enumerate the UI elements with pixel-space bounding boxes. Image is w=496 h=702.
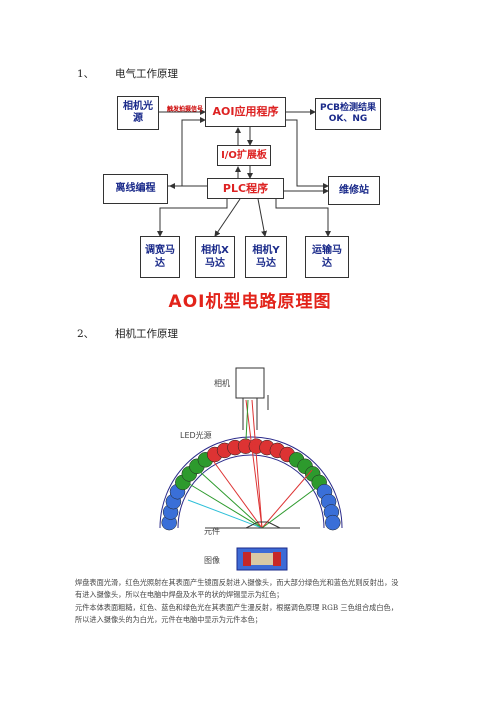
led-dot bbox=[162, 504, 179, 520]
box-motor-camera-x: 相机X马达 bbox=[195, 236, 235, 278]
led-dot bbox=[259, 439, 275, 456]
led-dot bbox=[320, 493, 337, 510]
box-plc-program: PLC程序 bbox=[207, 178, 284, 199]
led-dot bbox=[165, 493, 182, 510]
led-ring-icon bbox=[161, 438, 341, 531]
led-dot bbox=[206, 446, 223, 463]
box-pcb-result: PCB检测结果 OK、NG bbox=[315, 98, 381, 130]
box-motor-width: 调宽马达 bbox=[140, 236, 180, 278]
section-number: 1、 bbox=[77, 68, 95, 80]
circuit-diagram-title: AOI机型电路原理图 bbox=[168, 292, 332, 312]
section-title: 电气工作原理 bbox=[115, 68, 178, 80]
box-offline-programming: 离线编程 bbox=[103, 174, 168, 204]
led-dot bbox=[175, 474, 191, 491]
led-dot bbox=[169, 483, 186, 500]
led-dot bbox=[325, 514, 341, 531]
led-dot bbox=[227, 439, 243, 456]
component-shape bbox=[245, 521, 281, 529]
component-label: 元件 bbox=[204, 527, 220, 536]
led-dot bbox=[181, 466, 198, 482]
led-dot bbox=[304, 466, 321, 482]
led-dot bbox=[161, 514, 177, 531]
led-source-label: LED光源 bbox=[180, 431, 212, 440]
box-motor-camera-y: 相机Y马达 bbox=[245, 236, 287, 278]
trigger-signal-label: 触发拍摄信号 bbox=[167, 106, 204, 113]
camera-body-icon bbox=[235, 367, 265, 399]
led-dot bbox=[288, 452, 305, 468]
paragraph-component-reflection: 元件本体表面粗糙，红色、蓝色和绿色光在其表面产生漫反射，根据调色原理 RGB 三… bbox=[75, 603, 398, 624]
led-dot bbox=[237, 438, 254, 454]
led-dot bbox=[269, 442, 286, 459]
led-dot bbox=[189, 458, 205, 475]
led-dot bbox=[279, 446, 296, 463]
section-heading-camera: 2、 相机工作原理 bbox=[77, 326, 178, 341]
led-dot bbox=[216, 442, 233, 459]
led-dot bbox=[248, 438, 265, 454]
led-dot bbox=[323, 504, 340, 520]
camera-label: 相机 bbox=[214, 379, 230, 388]
box-motor-transport: 运输马达 bbox=[305, 236, 349, 278]
led-dot bbox=[311, 474, 327, 491]
led-dot bbox=[316, 483, 333, 500]
box-aoi-program: AOI应用程序 bbox=[205, 97, 286, 127]
led-dot bbox=[197, 452, 214, 468]
box-io-board: I/O扩展板 bbox=[217, 145, 271, 166]
image-preview-icon bbox=[236, 547, 288, 571]
image-label: 图像 bbox=[204, 556, 220, 565]
section-number: 2、 bbox=[77, 328, 95, 340]
led-dot bbox=[297, 458, 313, 475]
section-heading-electrical: 1、 电气工作原理 bbox=[77, 66, 178, 81]
section-title: 相机工作原理 bbox=[115, 328, 178, 340]
paragraph-pad-reflection: 焊盘表面光滑，红色光照射在其表面产生镜面反射进入摄像头，而大部分绿色光和蓝色光则… bbox=[75, 578, 399, 599]
box-repair-station: 维修站 bbox=[328, 176, 380, 205]
box-camera-light: 相机光源 bbox=[117, 96, 159, 130]
